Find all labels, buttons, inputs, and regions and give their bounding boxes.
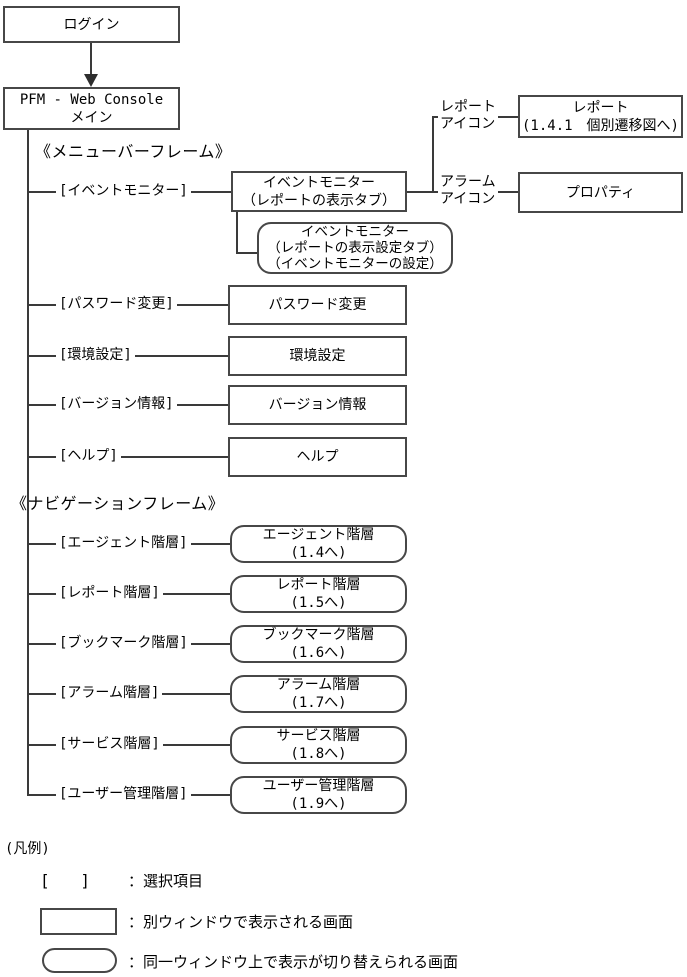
- event-monitor-screen-box: イベントモニター （レポートの表示タブ）: [231, 171, 407, 212]
- report-screen-line2: (1.4.1 個別遷移図へ): [521, 117, 679, 134]
- legend-bracket-sample: [ ]: [40, 871, 90, 891]
- legend-window-desc: ：別ウィンドウで表示される画面: [128, 913, 354, 931]
- report-screen-box: レポート (1.4.1 個別遷移図へ): [518, 95, 683, 138]
- menu-item-service-tree: [サービス階層]: [56, 736, 163, 753]
- connector-line: [236, 252, 257, 254]
- report-tree-line1: レポート階層: [276, 577, 361, 593]
- password-screen-label: パスワード変更: [268, 297, 367, 313]
- environment-screen-label: 環境設定: [289, 348, 346, 364]
- version-screen-box: バージョン情報: [228, 385, 407, 425]
- user-tree-screen-box: ユーザー管理階層 (1.9へ): [230, 776, 407, 814]
- main-screen-title: PFM - Web Console: [19, 91, 164, 108]
- help-screen-box: ヘルプ: [228, 437, 407, 477]
- menubar-frame-label: 《メニューバーフレーム》: [35, 142, 232, 161]
- version-screen-label: バージョン情報: [268, 397, 367, 413]
- event-monitor-alt-screen-box: イベントモニター （レポートの表示設定タブ） （イベントモニターの設定）: [257, 222, 453, 274]
- connector-line: [432, 116, 434, 193]
- main-screen-box: PFM - Web Console メイン: [3, 87, 180, 130]
- alarm-tree-screen-box: アラーム階層 (1.7へ): [230, 675, 407, 713]
- event-monitor-alt-line2: （レポートの表示設定タブ）: [267, 240, 443, 256]
- agent-tree-line1: エージェント階層: [262, 527, 375, 543]
- properties-screen-box: プロパティ: [518, 172, 683, 213]
- legend-rounded-sample: [42, 948, 117, 973]
- alarm-icon-label-line1: アラーム: [440, 174, 496, 190]
- event-monitor-alt-line3: （イベントモニターの設定）: [267, 256, 443, 272]
- connector-line: [236, 212, 238, 254]
- main-screen-subtitle: メイン: [70, 109, 113, 126]
- help-screen-label: ヘルプ: [296, 449, 339, 465]
- connector-line: [27, 456, 228, 458]
- event-monitor-screen-line1: イベントモニター: [263, 174, 375, 191]
- menu-item-password: [パスワード変更]: [56, 296, 177, 313]
- arrow-down-icon: [84, 74, 98, 87]
- legend-selection-desc: ：選択項目: [128, 872, 204, 890]
- menu-item-user-tree: [ユーザー管理階層]: [56, 786, 191, 803]
- user-tree-line2: (1.9へ): [290, 796, 347, 812]
- arrow-stem-line: [90, 43, 92, 75]
- agent-tree-line2: (1.4へ): [290, 545, 347, 561]
- legend-switch-desc: ：同一ウィンドウ上で表示が切り替えられる画面: [128, 953, 459, 971]
- alarm-icon-label-line2: アイコン: [440, 191, 496, 207]
- password-screen-box: パスワード変更: [228, 285, 407, 325]
- service-tree-line1: サービス階層: [276, 728, 361, 744]
- legend-title: (凡例): [5, 841, 50, 857]
- navigation-frame-label: 《ナビゲーションフレーム》: [11, 494, 225, 513]
- alarm-tree-line2: (1.7へ): [290, 695, 347, 711]
- menu-item-report-tree: [レポート階層]: [56, 585, 163, 602]
- service-tree-screen-box: サービス階層 (1.8へ): [230, 726, 407, 764]
- report-screen-line1: レポート: [572, 99, 629, 116]
- menu-item-bookmark-tree: [ブックマーク階層]: [56, 635, 191, 652]
- user-tree-line1: ユーザー管理階層: [262, 778, 375, 794]
- login-screen-label: ログイン: [63, 16, 120, 33]
- service-tree-line2: (1.8へ): [290, 746, 347, 762]
- menu-item-agent-tree: [エージェント階層]: [56, 535, 191, 552]
- menu-item-event-monitor: [イベントモニター]: [56, 183, 191, 200]
- legend-bracket-open: [: [40, 871, 50, 890]
- environment-screen-box: 環境設定: [228, 336, 407, 376]
- report-icon-label-line1: レポート: [440, 99, 496, 115]
- report-tree-screen-box: レポート階層 (1.5へ): [230, 575, 407, 613]
- legend-rect-sample: [40, 908, 117, 935]
- bookmark-tree-line1: ブックマーク階層: [262, 627, 375, 643]
- event-monitor-alt-line1: イベントモニター: [301, 224, 409, 240]
- alarm-tree-line1: アラーム階層: [276, 677, 361, 693]
- bookmark-tree-line2: (1.6へ): [290, 645, 347, 661]
- menu-item-alarm-tree: [アラーム階層]: [56, 685, 163, 702]
- menu-item-help: [ヘルプ]: [56, 448, 121, 465]
- report-icon-label-line2: アイコン: [440, 116, 496, 132]
- trunk-line: [27, 130, 29, 796]
- properties-screen-label: プロパティ: [565, 184, 636, 201]
- bookmark-tree-screen-box: ブックマーク階層 (1.6へ): [230, 625, 407, 663]
- menu-item-environment: [環境設定]: [56, 347, 135, 364]
- event-monitor-screen-line2: （レポートの表示タブ）: [242, 192, 396, 209]
- agent-tree-screen-box: エージェント階層 (1.4へ): [230, 525, 407, 563]
- report-icon-label: レポート アイコン: [438, 99, 498, 133]
- login-screen-box: ログイン: [3, 6, 180, 43]
- legend-bracket-close: ]: [80, 871, 90, 890]
- report-tree-line2: (1.5へ): [290, 595, 347, 611]
- alarm-icon-label: アラーム アイコン: [438, 174, 498, 208]
- menu-item-version: [バージョン情報]: [56, 396, 177, 413]
